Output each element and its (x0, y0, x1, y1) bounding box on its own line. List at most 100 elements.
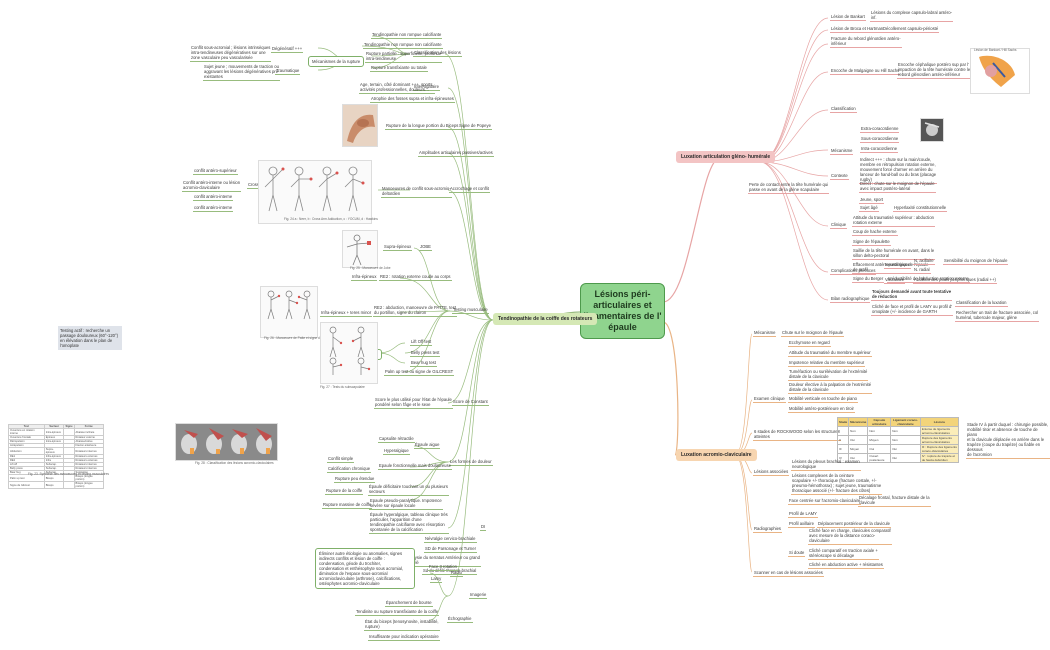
node-ac-cliche-face: Cliché face en charge, clavicules compar… (808, 528, 892, 545)
node-ac-plexus: Lésions du plexus brachial : examen neur… (791, 459, 861, 471)
node-conflit-int: Conflit antéro-interne ou lésion acromio… (182, 180, 242, 192)
node-supra[interactable]: Supra-épineux (383, 244, 413, 251)
node-atrophie[interactable]: Atrophie des fosses supra et infra-épine… (370, 96, 455, 103)
node-tendino-calcifiante[interactable]: Tendinopathie non rompue calcifiante (371, 32, 443, 39)
node-echo[interactable]: Échographie (447, 616, 473, 623)
node-ac-radio[interactable]: Radiographies (753, 526, 783, 533)
node-infra-teres[interactable]: Infra-épineux + teres minor (320, 310, 373, 317)
node-interrogatoire[interactable]: Interrogatoire (413, 84, 440, 91)
node-traumatique[interactable]: Traumatique (275, 68, 301, 75)
node-radial: N. radial (913, 267, 931, 274)
node-ac-profil-desc: Déplacement postérieur de la clavicule (817, 521, 891, 528)
node-liftoff[interactable]: Lift Off test (410, 339, 433, 346)
patte-figure (260, 286, 318, 338)
node-epaule-aigue[interactable]: Épaule aigue (414, 442, 441, 449)
synthesis-cell: Abaisse inclinée (73, 428, 105, 436)
synthesis-cell: Biceps (43, 481, 65, 489)
node-ac-face-desc: Décalage frontal, fracture distale de la… (858, 495, 931, 507)
node-bilan[interactable]: Bilan radiographique (830, 296, 871, 303)
node-hyperlaxite: Hyperlaxité constitutionnelle (893, 205, 948, 212)
node-conflit-int3: conflit antéro-interne (193, 205, 234, 212)
synthesis-cell (63, 428, 75, 436)
synthesis-cell: Abduction (8, 447, 45, 455)
rockwood-cell: IV : rupture de trapèze et de fascia del… (919, 453, 960, 463)
node-chronique[interactable]: Epaule fonctionnelle mais douloureuse (378, 463, 452, 470)
node-contexte[interactable]: Contexte (830, 173, 849, 180)
synthesis-cell (63, 447, 75, 455)
node-insuffisante: Insuffisante pour indication opératoire (368, 634, 440, 641)
node-extra: Extra-coracoïdienne (860, 126, 900, 133)
node-belly[interactable]: Belly press test (410, 350, 441, 357)
node-ac-mecanisme[interactable]: Mécanisme (753, 330, 777, 337)
node-radio[interactable]: Radio (450, 570, 463, 577)
node-ac-profil-axillaire: Profil axillaire (788, 521, 815, 528)
node-testing[interactable]: Testing musculaire (452, 307, 489, 314)
node-jeune: Jeune, sport (859, 197, 885, 204)
node-ac-ecchymose: Ecchymose en regard (788, 340, 831, 347)
node-ac-lesions[interactable]: Lésions associées (753, 469, 790, 476)
node-deficitaire[interactable]: Épaule déficitaire touchant un ou plusie… (368, 484, 449, 496)
rockwood-cell: IV (836, 453, 850, 463)
node-ac-face: Face centrée sur l'acromio-claviculaire (788, 498, 862, 505)
branch-tendinopathie[interactable]: Tendinopathie de la coiffe des rotateurs (493, 313, 598, 325)
node-di[interactable]: DI (480, 524, 487, 531)
node-bear[interactable]: Bear hug test (410, 360, 437, 367)
node-gleno-classification[interactable]: Classification (830, 106, 857, 113)
node-rupture-partielle[interactable]: Rupture partielle : superficielle, profo… (365, 51, 443, 63)
node-broca[interactable]: Lésion de Broca et Hartman (830, 26, 885, 33)
synthesis-cell: Supra-épineux (43, 447, 65, 455)
node-ac-scanner[interactable]: Scanner en cas de lésions associées (753, 570, 824, 577)
node-ac-stades[interactable]: 6 stades de ROCKWOOD selon les structure… (753, 429, 841, 441)
node-mecanismes-rupture[interactable]: Mécanismes de la rupture (308, 56, 365, 67)
diagram-caption: Lésion de Bankart / Hill Sachs (974, 48, 1017, 52)
rockwood-cell: Oui (890, 453, 921, 463)
node-ac-cliche-comp: Cliché comparatif en traction axiale + s… (808, 548, 879, 560)
node-clinique[interactable]: Clinique (830, 222, 848, 229)
node-face: Face 3 rotation (428, 564, 458, 571)
node-degeneratif[interactable]: Dégénératif +++ (271, 46, 304, 53)
node-popeye[interactable]: Signe de Popeye (458, 123, 492, 130)
node-epaulette: Signe de l'épaulette (852, 239, 891, 246)
node-lamy: Lamy (430, 576, 443, 583)
node-palm[interactable]: Palm up test ou signe de GILCREST (384, 369, 455, 376)
node-bankart[interactable]: Lésion de Bankart (830, 14, 866, 21)
node-ac-si-doute: Si doute (788, 550, 806, 557)
central-topic[interactable]: Lésions péri- articulaires et ligamentai… (580, 283, 665, 339)
rockwood-header: Lésions (919, 417, 960, 427)
synthesis-cell (63, 481, 75, 489)
node-imagerie[interactable]: Imagerie (469, 592, 488, 599)
rockwood-cell: III : Rupture des ligaments coraco-clavi… (919, 444, 960, 454)
node-vasc-desc: Abolition des pouls périphériques (radia… (913, 277, 997, 284)
node-formes[interactable]: Les formes de douleur (449, 459, 493, 466)
rockwood-header: Mécanisme (848, 417, 869, 427)
node-malgaigne[interactable]: Encoche de Malgaigne ou Hill Sachs (830, 68, 901, 75)
rockwood-cell: Moyen (848, 444, 869, 454)
node-classification[interactable]: Classification des lésions (413, 50, 462, 57)
node-complications[interactable]: Complications précoces (830, 268, 877, 275)
node-re2: RE2 : rotation externe coude au corps (379, 274, 452, 281)
node-rupture-transfixiante[interactable]: Rupture transfixiante ou totale (370, 65, 428, 72)
rockwood-cell: Non (890, 426, 921, 436)
node-ac-mobilite2: Mobilité antéro-postérieure en tiroir (788, 406, 855, 413)
branch-luxation-acromio[interactable]: Luxation acromio-claviculaire (676, 449, 757, 461)
node-mecanisme[interactable]: Mécanisme (830, 148, 854, 155)
node-infra[interactable]: Infra-épineux (351, 274, 378, 281)
synthesis-cell: Biceps (longue portion) (73, 481, 105, 489)
node-amplitudes[interactable]: Amplitudes articulaires passives/actives (418, 150, 494, 157)
node-accrochage[interactable]: Accrochage et conflit (449, 186, 490, 193)
branch-luxation-gleno[interactable]: Luxation articulation gléno- humérale (676, 151, 776, 163)
node-rupture-biceps[interactable]: Rupture de la longue portion du Biceps (385, 123, 460, 130)
node-constant[interactable]: Score de Constant (452, 399, 489, 406)
testing-note: Testing actif : recherche un passage dou… (58, 326, 122, 350)
node-fracture-rebord[interactable]: Fracture du rebord glénoïdien antéro- in… (830, 36, 902, 48)
node-ac-tumefaction: Tuméfaction ou surélévation de l'extrémi… (788, 369, 869, 381)
node-broca-desc: Décollement capsulo-périosté (882, 26, 940, 33)
node-ac-examen[interactable]: Examen clinique (753, 396, 786, 403)
node-jobe[interactable]: JOBE (419, 244, 432, 251)
node-manoeuvres-conflit[interactable]: Manoeuvres de conflit sous-acromio- delt… (381, 186, 452, 198)
node-tendino-non-calcifiante[interactable]: Tendinopathie non rompue non calcifiante (363, 42, 443, 49)
